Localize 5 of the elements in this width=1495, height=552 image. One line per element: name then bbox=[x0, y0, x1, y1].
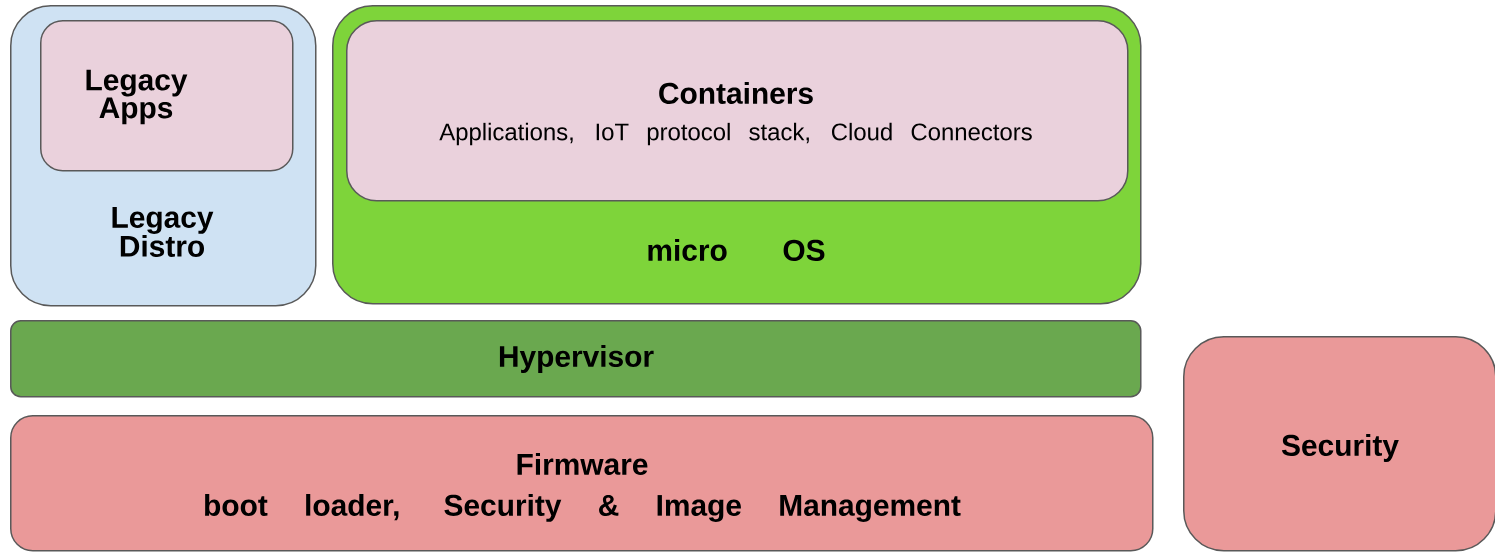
containers-box: Containers Applications, IoT protocol stack, Cloud Connectors bbox=[346, 20, 1129, 202]
firmware-box: Firmware boot loader, Security & Image Management bbox=[10, 415, 1154, 552]
hypervisor-bar: Hypervisor bbox=[10, 320, 1142, 398]
security-box: Security bbox=[1183, 336, 1495, 552]
apps-box: Legacy Apps bbox=[40, 20, 294, 172]
